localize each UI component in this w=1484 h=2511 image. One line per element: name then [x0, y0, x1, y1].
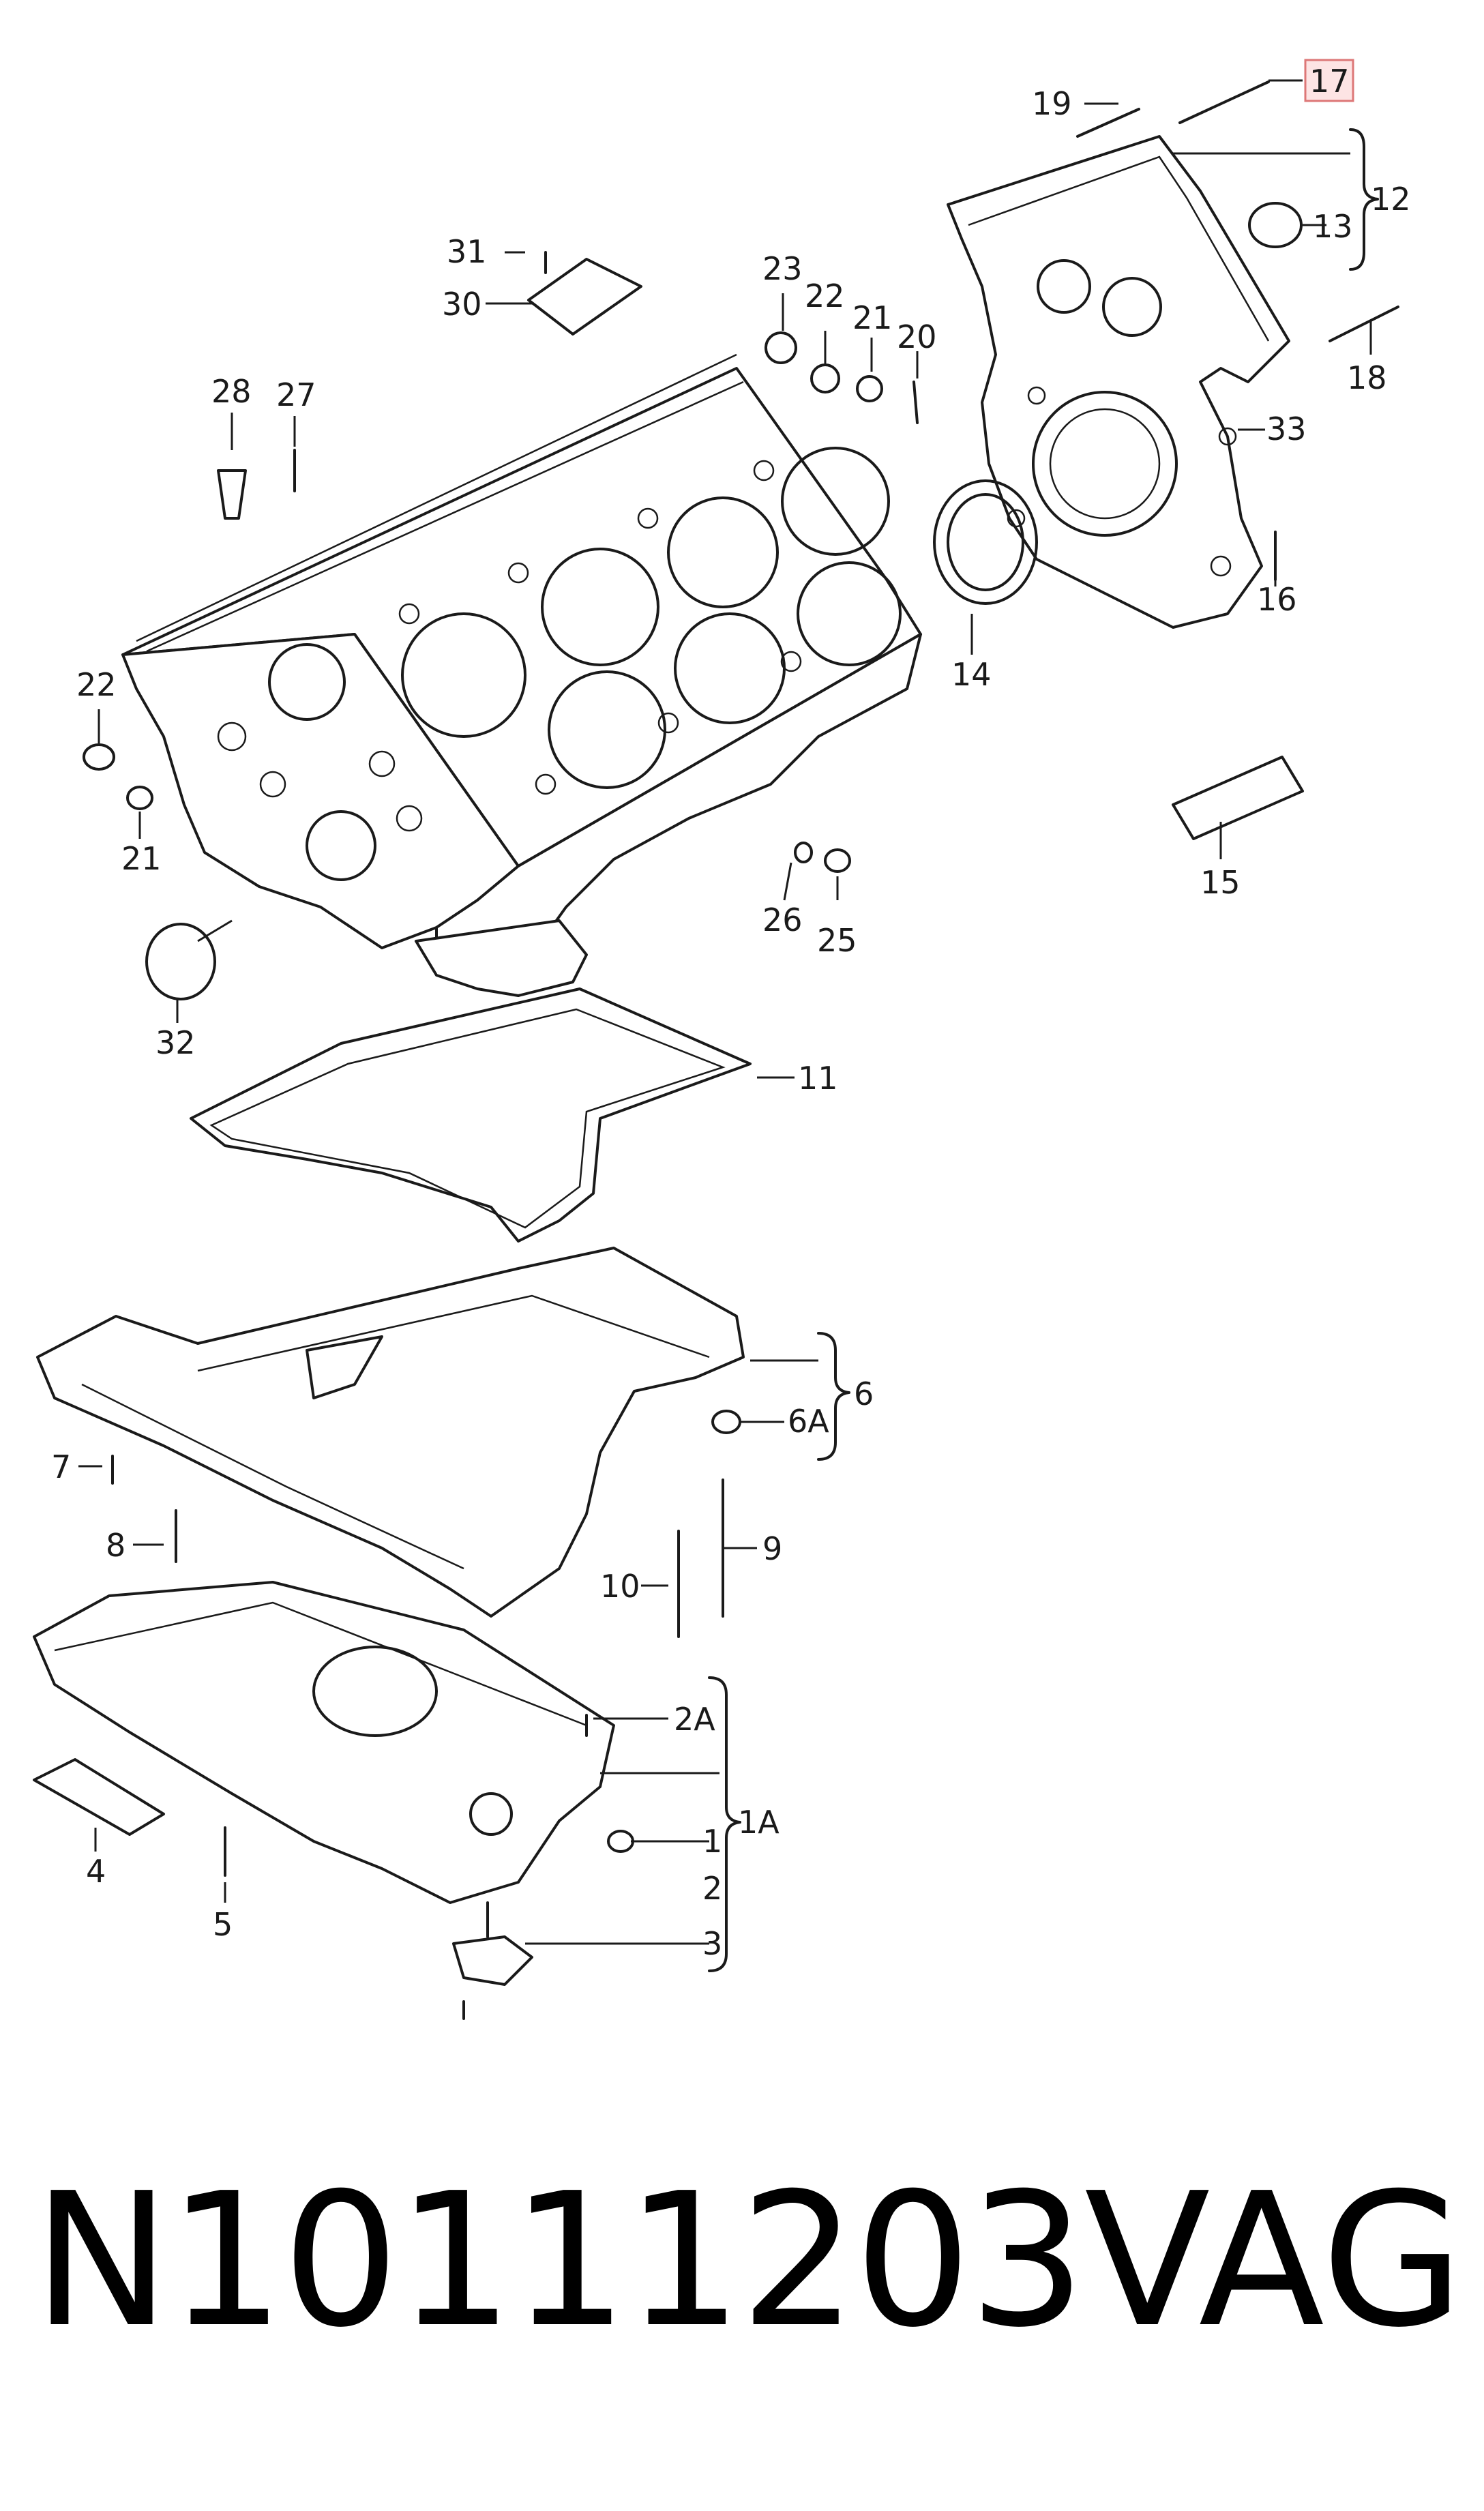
timing-cover — [947, 135, 1290, 629]
callout-25[interactable]: 25 — [817, 922, 857, 959]
brand-name: VAG — [1084, 2153, 1464, 2368]
callout-21-left[interactable]: 21 — [121, 840, 162, 877]
upper-oil-pan — [36, 1247, 745, 1618]
part-number: N10111203 — [33, 2153, 1086, 2368]
callout-8[interactable]: 8 — [106, 1527, 125, 1564]
callout-2A[interactable]: 2A — [674, 1701, 715, 1738]
grouping-braces — [708, 128, 1379, 1972]
callout-23[interactable]: 23 — [762, 250, 803, 287]
callout-27[interactable]: 27 — [276, 376, 316, 413]
callout-32[interactable]: 32 — [155, 1024, 196, 1061]
front-crankshaft-seal — [933, 479, 1038, 605]
callout-19[interactable]: 19 — [1032, 85, 1072, 122]
callout-1A[interactable]: 1A — [738, 1804, 780, 1841]
callout-30[interactable]: 30 — [442, 286, 482, 323]
callout-16[interactable]: 16 — [1257, 581, 1297, 618]
callout-18[interactable]: 18 — [1347, 359, 1387, 396]
hardware-parts — [33, 80, 1399, 2020]
callout-2[interactable]: 2 — [702, 1870, 722, 1907]
callout-33[interactable]: 33 — [1266, 411, 1307, 447]
callout-11[interactable]: 11 — [798, 1060, 838, 1097]
callout-12[interactable]: 12 — [1371, 181, 1411, 218]
callout-22-top[interactable]: 22 — [805, 278, 845, 314]
callout-6A[interactable]: 6A — [788, 1403, 829, 1440]
callout-28[interactable]: 28 — [211, 373, 252, 410]
callout-26[interactable]: 26 — [762, 902, 803, 938]
callout-21-top[interactable]: 21 — [852, 299, 893, 336]
callout-14[interactable]: 14 — [951, 656, 992, 693]
oil-pan-gasket — [190, 987, 752, 1243]
callout-15[interactable]: 15 — [1200, 864, 1241, 901]
callout-3[interactable]: 3 — [702, 1925, 722, 1962]
callout-7[interactable]: 7 — [51, 1448, 71, 1485]
callout-9[interactable]: 9 — [762, 1530, 782, 1567]
callout-labels: 17 19 12 13 18 33 16 14 15 31 30 28 27 2… — [51, 59, 1411, 1962]
callout-6[interactable]: 6 — [854, 1376, 874, 1412]
callout-4[interactable]: 4 — [86, 1853, 106, 1890]
callout-17[interactable]: 17 — [1309, 63, 1350, 100]
callout-31[interactable]: 31 — [447, 233, 487, 270]
highlight-box-17 — [1304, 59, 1354, 102]
engine-block — [121, 353, 922, 997]
callout-5[interactable]: 5 — [213, 1906, 233, 1943]
callout-1[interactable]: 1 — [702, 1823, 722, 1860]
callout-13[interactable]: 13 — [1313, 208, 1353, 245]
leader-lines — [78, 79, 1372, 1945]
callout-22-left[interactable]: 22 — [76, 666, 117, 703]
oil-sump — [33, 1581, 615, 1904]
callout-20[interactable]: 20 — [897, 318, 937, 355]
callout-10[interactable]: 10 — [600, 1568, 640, 1605]
